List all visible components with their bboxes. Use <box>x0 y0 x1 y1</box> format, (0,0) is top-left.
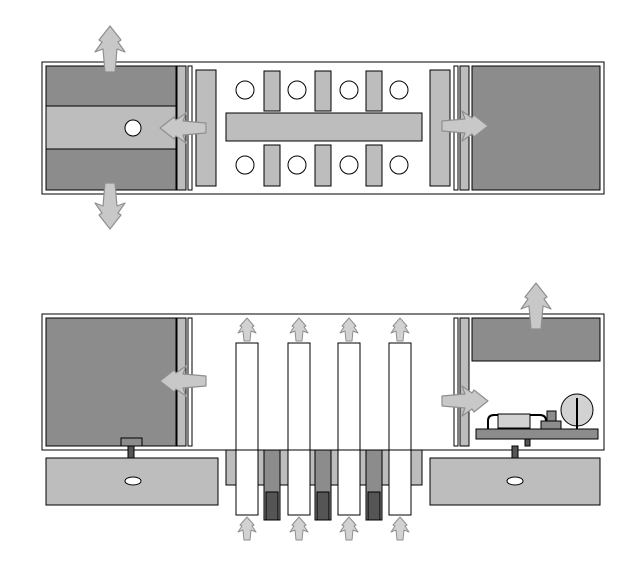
top-view <box>41 25 605 230</box>
component-bar <box>263 70 281 112</box>
pcb-component <box>497 413 531 429</box>
airflow-arrow-icon <box>390 516 410 541</box>
component-bar <box>314 70 332 112</box>
side-right-walls <box>459 317 470 447</box>
side-right-wall-inner <box>453 317 459 447</box>
component-bar <box>365 70 383 112</box>
capacitor-icon <box>287 80 307 100</box>
capacitor-icon <box>235 80 255 100</box>
airflow-arrow-icon <box>289 516 309 541</box>
component-bar <box>314 144 332 187</box>
control-pcb <box>475 428 599 440</box>
pcb-component <box>546 410 557 422</box>
side-view <box>41 282 605 541</box>
component-bar <box>263 144 281 187</box>
side-right-foot <box>511 445 519 459</box>
mounting-hole-icon <box>124 476 142 486</box>
top-right-heatsink <box>471 65 601 191</box>
mounting-hole-icon <box>124 119 142 137</box>
top-left-duct <box>45 105 177 150</box>
capacitor-icon <box>287 155 307 175</box>
pcb-component <box>540 420 562 430</box>
capacitor-icon <box>389 155 409 175</box>
airflow-arrow-icon <box>237 516 257 541</box>
mounting-hole-icon <box>506 476 524 486</box>
side-left-heatsink <box>45 317 177 447</box>
top-center-busbar <box>225 112 423 142</box>
top-left-heatsink-lower <box>45 148 177 191</box>
airflow-arrow-icon <box>339 516 359 541</box>
capacitor-icon <box>339 80 359 100</box>
pcb-leg <box>524 438 531 447</box>
side-left-foot-cap <box>120 437 143 447</box>
connector-pin-cap <box>367 491 381 521</box>
connector-pin-cap <box>265 491 279 521</box>
capacitor-tube-lower <box>287 449 311 516</box>
capacitor-tube-lower <box>337 449 361 516</box>
component-bar <box>365 144 383 187</box>
capacitor-icon <box>389 80 409 100</box>
capacitor-icon <box>339 155 359 175</box>
connector-pin-cap <box>316 491 330 521</box>
top-left-heatsink-upper <box>45 65 177 107</box>
side-left-foot <box>127 445 135 459</box>
capacitor-icon <box>235 155 255 175</box>
capacitor-tube-lower <box>235 449 259 516</box>
capacitor-tube-lower <box>388 449 412 516</box>
